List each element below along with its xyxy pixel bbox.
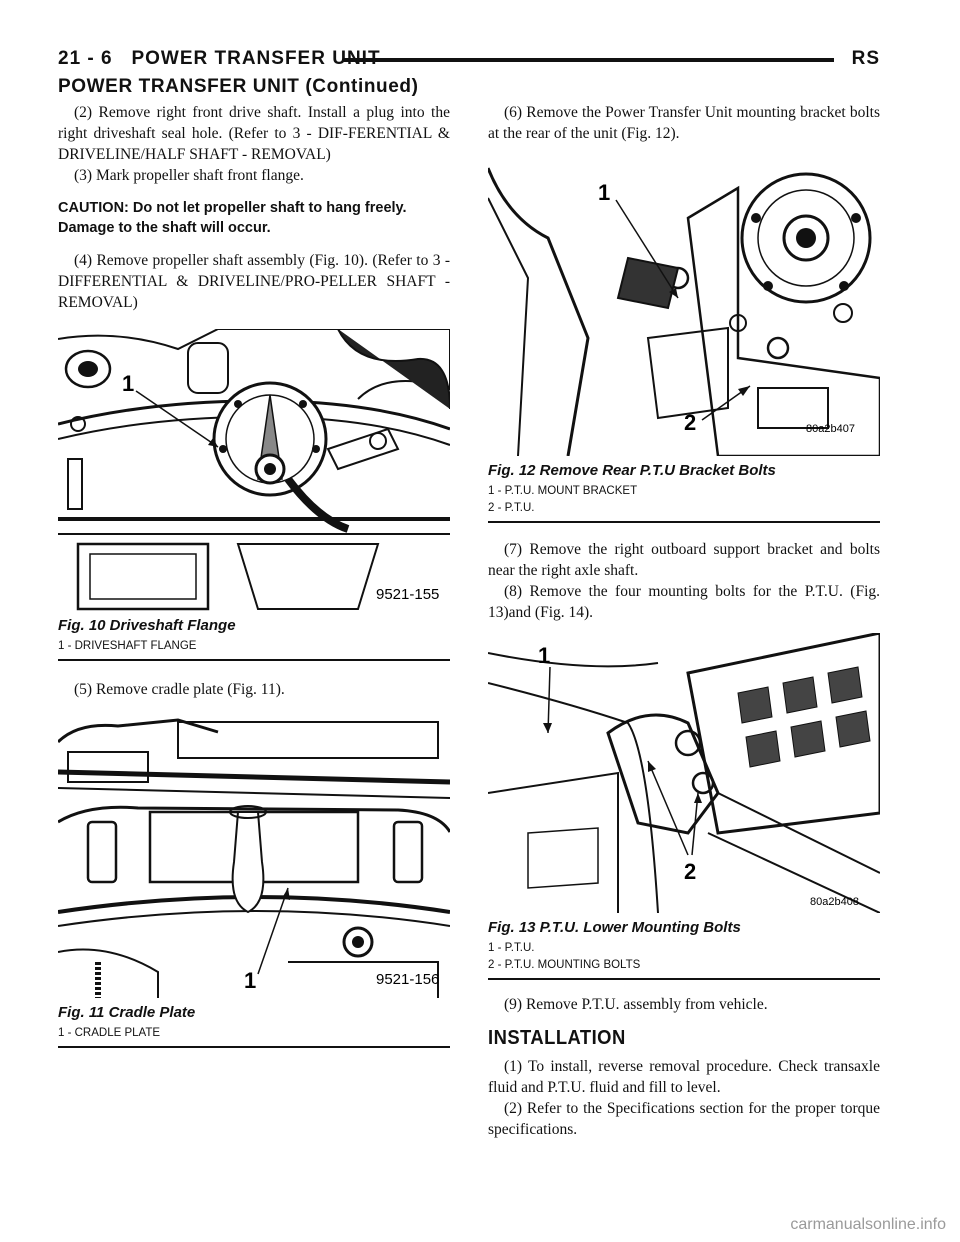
model-code: RS xyxy=(851,48,880,69)
page-header: 21 - 6 POWER TRANSFER UNIT RS xyxy=(58,46,880,76)
step-5: (5) Remove cradle plate (Fig. 11). xyxy=(74,681,285,698)
figure-12: 1 2 80a2b407 Fig. 12 Remove Rear P.T.U B… xyxy=(488,158,880,523)
step-7: (7) Remove the right outboard support br… xyxy=(488,541,880,579)
right-column: (6) Remove the Power Transfer Unit mount… xyxy=(488,102,880,1140)
watermark[interactable]: carmanualsonline.info xyxy=(790,1216,946,1233)
fig10-code: 9521-155 xyxy=(376,586,439,603)
step-8: (8) Remove the four mounting bolts for t… xyxy=(488,583,880,621)
step-2: (2) Remove right front drive shaft. Inst… xyxy=(58,104,450,163)
fig12-callout-2: 2 xyxy=(684,410,696,435)
step-4: (4) Remove propeller shaft assembly (Fig… xyxy=(58,252,450,311)
fig12-legend-item-2: 2 - P.T.U. xyxy=(488,502,535,514)
figure-11: 1 9521-156 Fig. 11 Cradle Plate 1 - CRAD… xyxy=(58,712,450,1048)
fig12-title: Fig. 12 Remove Rear P.T.U Bracket Bolts xyxy=(488,462,776,479)
fig11-legend-item: 1 - CRADLE PLATE xyxy=(58,1027,161,1039)
step-9: (9) Remove P.T.U. assembly from vehicle. xyxy=(504,996,768,1013)
fig11-rule xyxy=(58,1046,450,1048)
fig13-legend-item-1: 1 - P.T.U. xyxy=(488,942,535,954)
fig12-code: 80a2b407 xyxy=(806,423,855,435)
step-6: (6) Remove the Power Transfer Unit mount… xyxy=(488,104,880,142)
fig13-code: 80a2b408 xyxy=(810,896,859,908)
fig13-title: Fig. 13 P.T.U. Lower Mounting Bolts xyxy=(488,919,741,936)
left-column: (2) Remove right front drive shaft. Inst… xyxy=(58,102,450,1048)
fig12-legend-item-1: 1 - P.T.U. MOUNT BRACKET xyxy=(488,485,638,497)
header-rule xyxy=(344,58,834,62)
continued-title: POWER TRANSFER UNIT (Continued) xyxy=(58,76,419,97)
section-title: POWER TRANSFER UNIT xyxy=(131,48,381,69)
section-number: 21 - 6 xyxy=(58,48,113,69)
fig11-code: 9521-156 xyxy=(376,971,439,988)
fig13-legend-item-2: 2 - P.T.U. MOUNTING BOLTS xyxy=(488,959,641,971)
fig11-title: Fig. 11 Cradle Plate xyxy=(58,1004,196,1021)
fig12-callout-1: 1 xyxy=(598,180,610,205)
fig13-callout-2: 2 xyxy=(684,859,696,884)
ptu-bracket-bolts-illustration: 1 2 80a2b407 xyxy=(488,158,880,456)
cradle-plate-illustration: 1 9521-156 xyxy=(58,712,450,998)
fig10-rule xyxy=(58,659,450,661)
driveshaft-flange-illustration: 1 9521-155 xyxy=(58,329,450,611)
fig13-rule xyxy=(488,978,880,980)
figure-10: 1 9521-155 Fig. 10 Driveshaft Flange 1 -… xyxy=(58,329,450,661)
install-step-2: (2) Refer to the Specifications section … xyxy=(488,1100,880,1138)
fig11-callout-1: 1 xyxy=(244,968,256,993)
ptu-lower-mounting-bolts-illustration: 1 2 80a2b408 xyxy=(488,633,880,913)
step-3: (3) Mark propeller shaft front flange. xyxy=(74,167,304,184)
fig10-title: Fig. 10 Driveshaft Flange xyxy=(58,617,236,634)
installation-heading: INSTALLATION xyxy=(488,1027,626,1049)
fig13-callout-1: 1 xyxy=(538,643,550,668)
figure-13: 1 2 80a2b408 Fig. 13 P.T.U. Lower Mounti… xyxy=(488,633,880,980)
fig10-legend-item: 1 - DRIVESHAFT FLANGE xyxy=(58,640,197,652)
section-heading: 21 - 6 POWER TRANSFER UNIT xyxy=(58,48,381,70)
fig12-rule xyxy=(488,521,880,523)
caution-note: CAUTION: Do not let propeller shaft to h… xyxy=(58,200,407,236)
fig10-callout-1: 1 xyxy=(122,371,134,396)
install-step-1: (1) To install, reverse removal procedur… xyxy=(488,1058,880,1096)
